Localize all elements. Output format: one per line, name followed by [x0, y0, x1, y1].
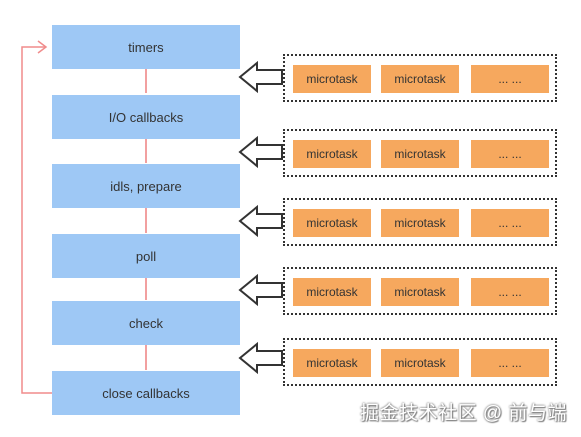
microtask-ellipsis: ... ... [471, 278, 549, 306]
watermark: 掘金技术社区 @ 前与端 [360, 403, 567, 424]
phase-label: poll [135, 248, 157, 264]
microtask-item: microtask [381, 278, 459, 306]
microtask-item: microtask [293, 65, 371, 93]
phase-check: check [52, 301, 240, 345]
hollow-arrows [238, 60, 283, 375]
phase-label: idls, prepare [110, 178, 182, 194]
loop-back-arrowhead [37, 40, 48, 54]
microtask-ellipsis: ... ... [471, 140, 549, 168]
phase-idle-prepare: idls, prepare [52, 164, 240, 208]
phase-label: close callbacks [102, 385, 190, 401]
phase-label: check [129, 315, 163, 331]
microtask-queue: microtask microtask ... ... [283, 54, 557, 102]
hollow-left-arrow [238, 135, 283, 169]
microtask-queue: microtask microtask ... ... [283, 129, 557, 177]
phase-label: I/O callbacks [108, 109, 184, 125]
microtask-item: microtask [293, 349, 371, 377]
phase-io-callbacks: I/O callbacks [52, 95, 240, 139]
phase-close-callbacks: close callbacks [52, 371, 240, 415]
hollow-left-arrow [238, 204, 283, 238]
microtask-queue: microtask microtask ... ... [283, 267, 557, 315]
microtask-queue: microtask microtask ... ... [283, 338, 557, 386]
loop-back-arrow [21, 46, 52, 394]
microtask-item: microtask [293, 278, 371, 306]
microtask-ellipsis: ... ... [471, 349, 549, 377]
hollow-left-arrow [238, 60, 283, 94]
microtask-item: microtask [381, 65, 459, 93]
microtask-item: microtask [381, 349, 459, 377]
microtask-ellipsis: ... ... [471, 65, 549, 93]
phase-label: timers [128, 39, 164, 55]
hollow-left-arrow [238, 273, 283, 307]
microtask-item: microtask [293, 209, 371, 237]
phase-poll: poll [52, 234, 240, 278]
hollow-left-arrow [238, 341, 283, 375]
microtask-queue: microtask microtask ... ... [283, 198, 557, 246]
phase-timers: timers [52, 25, 240, 69]
microtask-item: microtask [381, 209, 459, 237]
microtask-ellipsis: ... ... [471, 209, 549, 237]
microtask-item: microtask [293, 140, 371, 168]
microtask-item: microtask [381, 140, 459, 168]
